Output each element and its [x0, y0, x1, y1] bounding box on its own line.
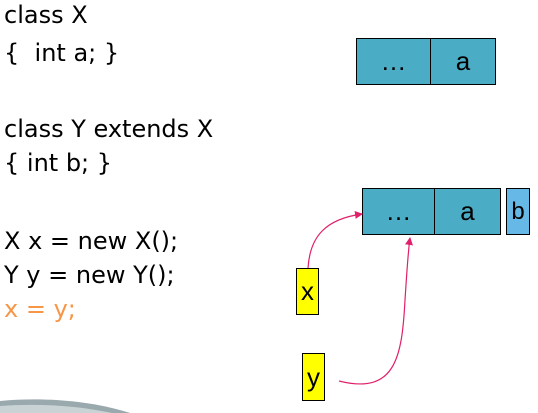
code-class-x: class X [4, 1, 88, 29]
object-y-ellipsis-cell: … [363, 189, 435, 234]
code-new-y: Y y = new Y(); [4, 261, 175, 289]
code-field-b: { int b; } [4, 149, 113, 177]
ref-y-label: y [302, 353, 325, 401]
code-assignment: x = y; [4, 295, 76, 323]
ref-x-label: x [296, 268, 319, 315]
object-y-field-a: a [460, 196, 475, 226]
slide-decoration [0, 399, 130, 413]
arrow-y-to-object-y [338, 237, 413, 385]
arrow-x-to-object-y [307, 211, 363, 269]
code-class-y: class Y extends X [4, 115, 214, 143]
code-field-a: { int a; } [4, 39, 120, 67]
code-new-x: X x = new X(); [4, 227, 179, 255]
object-x-field-a: a [455, 46, 471, 76]
object-y-box: … a [362, 188, 501, 235]
object-x-box: … a [356, 38, 496, 85]
object-y-extra-field-b: b [506, 188, 530, 235]
object-x-ellipsis-cell: … [357, 39, 431, 84]
